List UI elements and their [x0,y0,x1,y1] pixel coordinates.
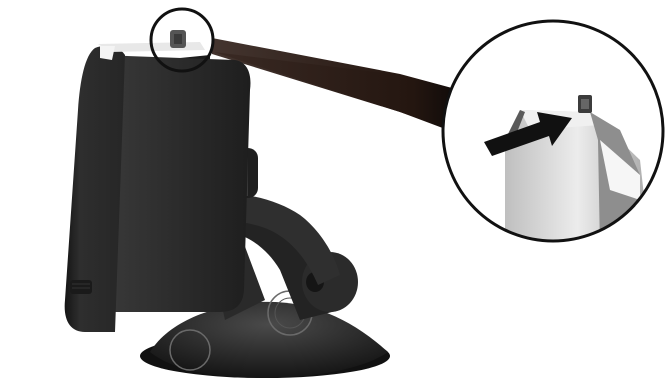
callout-beam-body [212,38,480,142]
device-speaker [70,280,92,294]
gps-device-icon [65,30,251,332]
suction-cup [150,302,388,378]
